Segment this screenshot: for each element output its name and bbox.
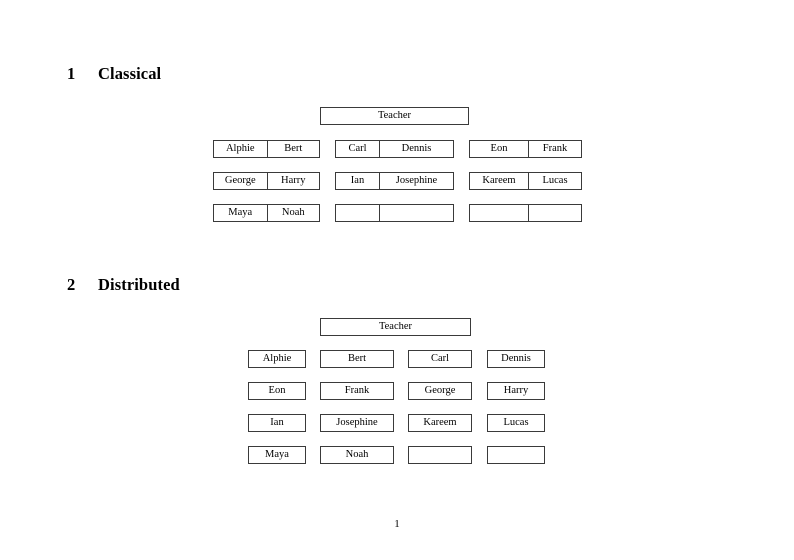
student-box: Dennis [487, 350, 545, 368]
student-cell: Carl [336, 141, 380, 157]
student-box: Ian [248, 414, 306, 432]
student-pair-row: Maya Noah [213, 204, 320, 222]
student-box: Bert [320, 350, 394, 368]
student-box: Carl [408, 350, 472, 368]
student-cell: Maya [214, 205, 268, 221]
student-box-empty [487, 446, 545, 464]
student-pair-row: George Harry [213, 172, 320, 190]
student-cell-empty [529, 205, 581, 221]
page-number: 1 [394, 518, 400, 530]
student-cell: Harry [281, 175, 306, 186]
student-pair-row: Eon Frank [469, 140, 582, 158]
student-cell: Bert [284, 143, 303, 154]
section-number: 1 [67, 64, 76, 83]
student-cell: Lucas [542, 175, 568, 186]
student-pair-row-empty [469, 204, 582, 222]
teacher-box-distributed: Teacher [320, 318, 471, 336]
student-pair-row-empty [335, 204, 454, 222]
student-box-empty [408, 446, 472, 464]
student-box: Josephine [320, 414, 394, 432]
student-cell: Eon [470, 141, 529, 157]
student-cell: Alphie [214, 141, 268, 157]
student-cell: Ian [336, 173, 380, 189]
student-box: Eon [248, 382, 306, 400]
section-title: Distributed [98, 275, 180, 294]
student-cell: Kareem [470, 173, 529, 189]
student-cell: Noah [281, 207, 305, 218]
section-heading-distributed: 2 Distributed [67, 275, 180, 294]
section-heading-classical: 1 Classical [67, 64, 162, 83]
section-number: 2 [67, 275, 76, 294]
student-box: Frank [320, 382, 394, 400]
student-cell: Josephine [395, 175, 438, 186]
student-cell: Dennis [401, 143, 432, 154]
student-box: George [408, 382, 472, 400]
student-cell-empty [470, 205, 529, 221]
student-pair-row: Carl Dennis [335, 140, 454, 158]
student-box: Maya [248, 446, 306, 464]
student-pair-row: Ian Josephine [335, 172, 454, 190]
student-box: Kareem [408, 414, 472, 432]
section-title: Classical [98, 64, 162, 83]
student-cell: George [214, 173, 268, 189]
student-box: Noah [320, 446, 394, 464]
student-pair-row: Kareem Lucas [469, 172, 582, 190]
student-box: Alphie [248, 350, 306, 368]
student-cell: Frank [542, 143, 568, 154]
student-cell-empty [336, 205, 380, 221]
student-cell-empty [380, 205, 453, 221]
teacher-box-classical: Teacher [320, 107, 469, 125]
student-box: Lucas [487, 414, 545, 432]
student-pair-row: Alphie Bert [213, 140, 320, 158]
student-box: Harry [487, 382, 545, 400]
